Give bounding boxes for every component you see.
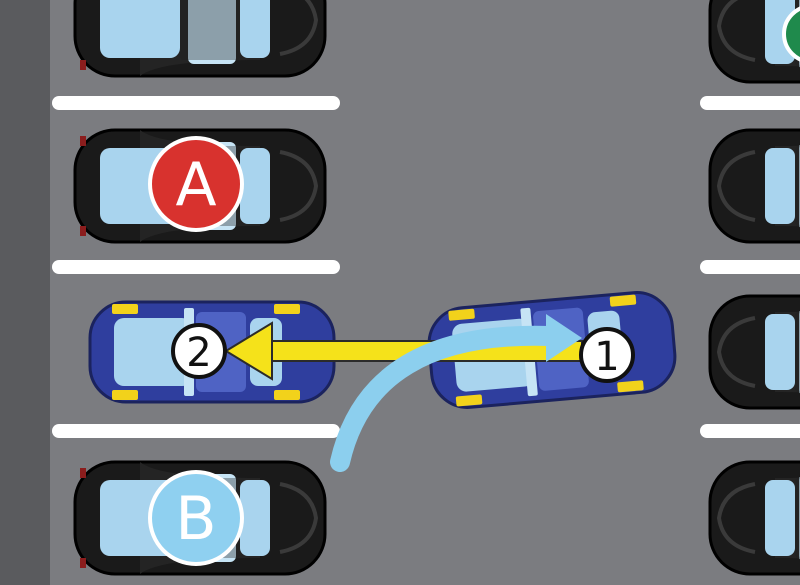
green-badge <box>782 6 800 62</box>
parked-car-right <box>708 294 800 410</box>
step-1-marker: 1 <box>579 327 635 383</box>
parking-line <box>52 424 340 438</box>
badge-b-label: B <box>175 484 216 554</box>
step-2-marker: 2 <box>171 323 227 379</box>
parking-line <box>700 260 800 274</box>
parked-car-top-left <box>73 0 327 78</box>
parking-line <box>52 96 340 110</box>
parking-line <box>700 96 800 110</box>
step-1-label: 1 <box>594 334 619 380</box>
curb <box>0 0 50 585</box>
badge-b: B <box>148 470 244 566</box>
badge-a: A <box>148 136 244 232</box>
blue-curved-arrow <box>330 314 582 472</box>
parked-car-right <box>708 128 800 244</box>
badge-a-label: A <box>175 150 216 220</box>
parking-line <box>52 260 340 274</box>
parked-car-right <box>708 460 800 576</box>
parking-line <box>700 424 800 438</box>
step-2-label: 2 <box>186 330 211 376</box>
